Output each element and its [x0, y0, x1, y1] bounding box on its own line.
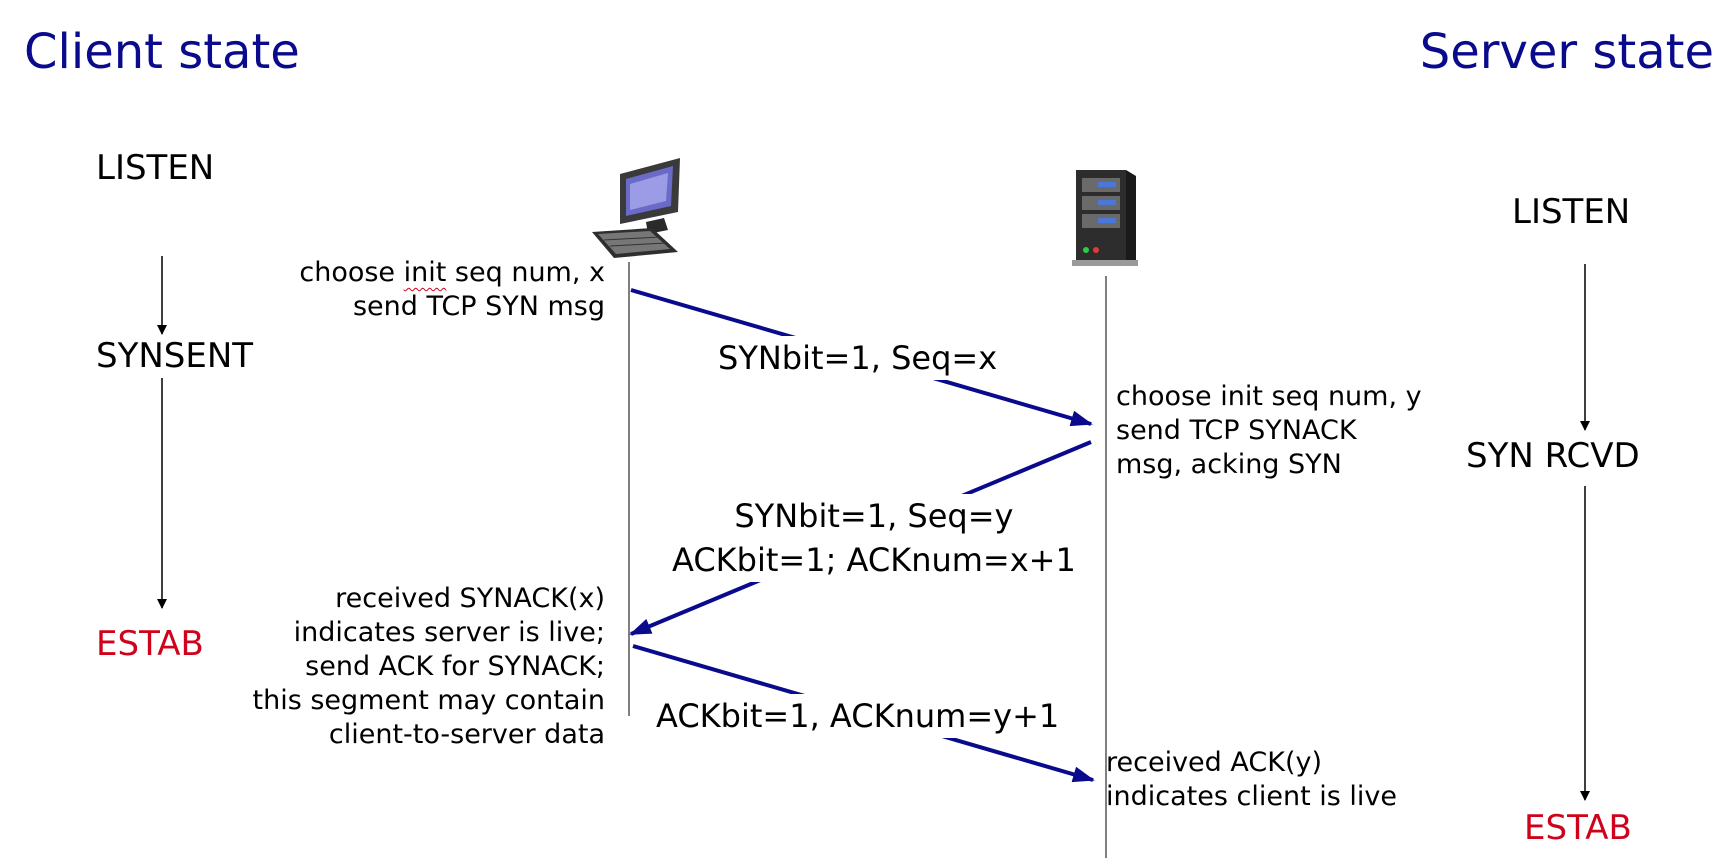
server-state-title: Server state [1419, 24, 1714, 80]
synack-message-label: SYNbit=1, Seq=y ACKbit=1; ACKnum=x+1 [670, 494, 1078, 582]
server-state-listen: LISTEN [1512, 192, 1631, 232]
desktop-computer-icon [592, 158, 680, 258]
server-tower-icon [1072, 170, 1138, 266]
client-state-title: Client state [24, 24, 300, 80]
client-state-listen: LISTEN [96, 148, 215, 188]
server-note-received: received ACK(y) indicates client is live [1106, 747, 1397, 812]
server-state-synrcvd: SYN RCVD [1466, 436, 1640, 476]
client-state-synsent: SYNSENT [96, 336, 254, 376]
client-note-choose: choose init seq num, x send TCP SYN msg [299, 257, 605, 322]
client-state-estab: ESTAB [96, 624, 204, 664]
client-note-received: received SYNACK(x) indicates server is l… [252, 583, 606, 750]
syn-message-label: SYNbit=1, Seq=x [714, 336, 1002, 380]
server-note-choose: choose init seq num, y send TCP SYNACK m… [1116, 381, 1422, 480]
ack-message-label: ACKbit=1, ACKnum=y+1 [652, 694, 1064, 738]
server-state-estab: ESTAB [1524, 808, 1632, 848]
